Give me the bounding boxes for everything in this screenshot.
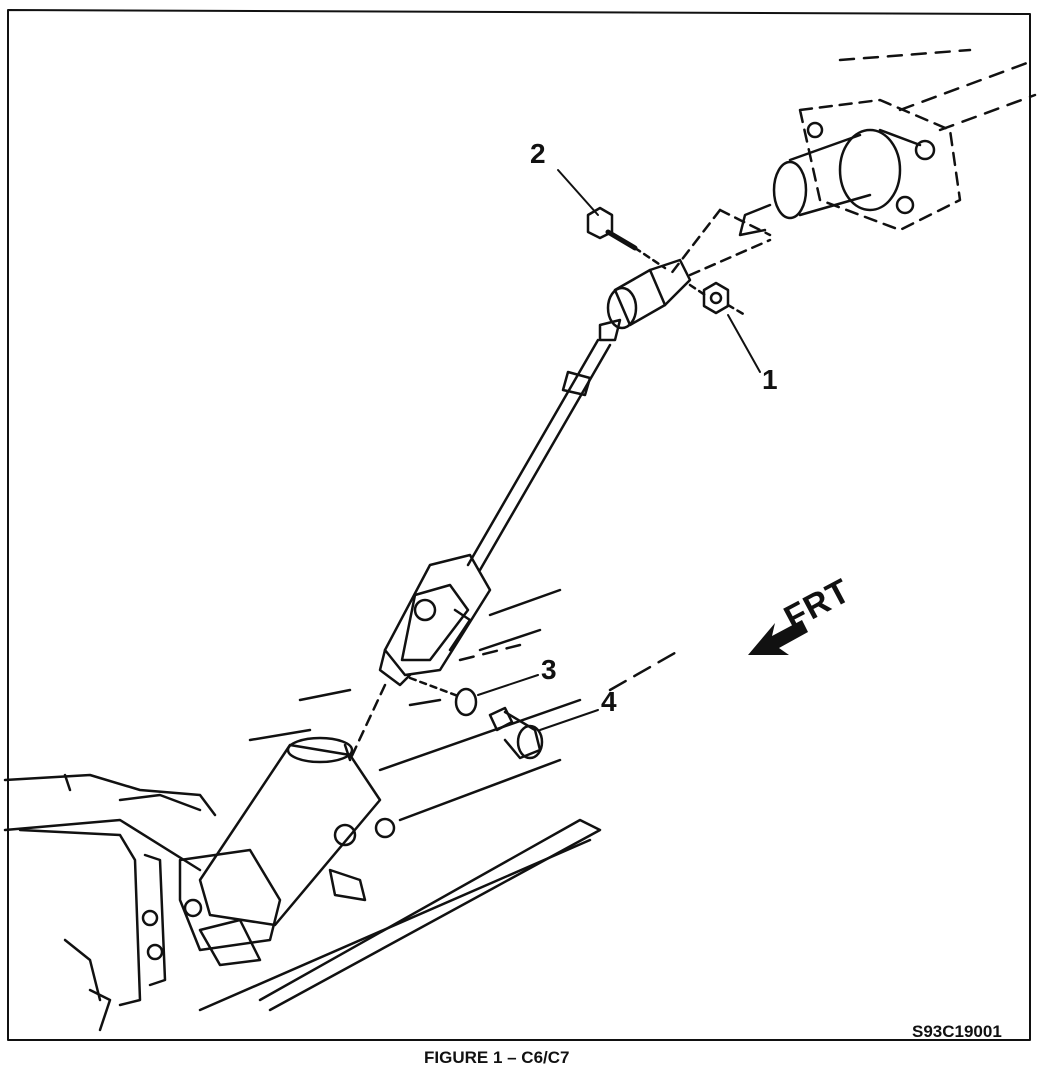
figure-border (7, 9, 1031, 1041)
arrow-down-left-icon (748, 620, 808, 655)
intermediate-shaft (466, 338, 612, 572)
steering-gear-upper (738, 48, 1037, 237)
lower-universal-joint (378, 553, 492, 687)
bolt-2 (586, 206, 667, 270)
alignment-line-lower (348, 683, 387, 762)
bolt-4 (488, 706, 544, 760)
washer-3 (408, 676, 478, 717)
upper-universal-joint (598, 258, 692, 342)
steering-gear-lower (178, 736, 396, 967)
figure-code: S93C19001 (912, 1022, 1002, 1041)
leader-lines (477, 169, 761, 731)
alignment-lines-upper (668, 208, 772, 277)
nut-1 (688, 281, 747, 317)
floor-lines (248, 588, 682, 742)
figure-caption: FIGURE 1 – C6/C7 (424, 1048, 570, 1067)
callout-1: 1 (762, 364, 778, 395)
callout-2: 2 (530, 138, 546, 169)
callout-4: 4 (601, 686, 617, 717)
vehicle-frame (3, 698, 602, 1032)
callout-3: 3 (541, 654, 557, 685)
